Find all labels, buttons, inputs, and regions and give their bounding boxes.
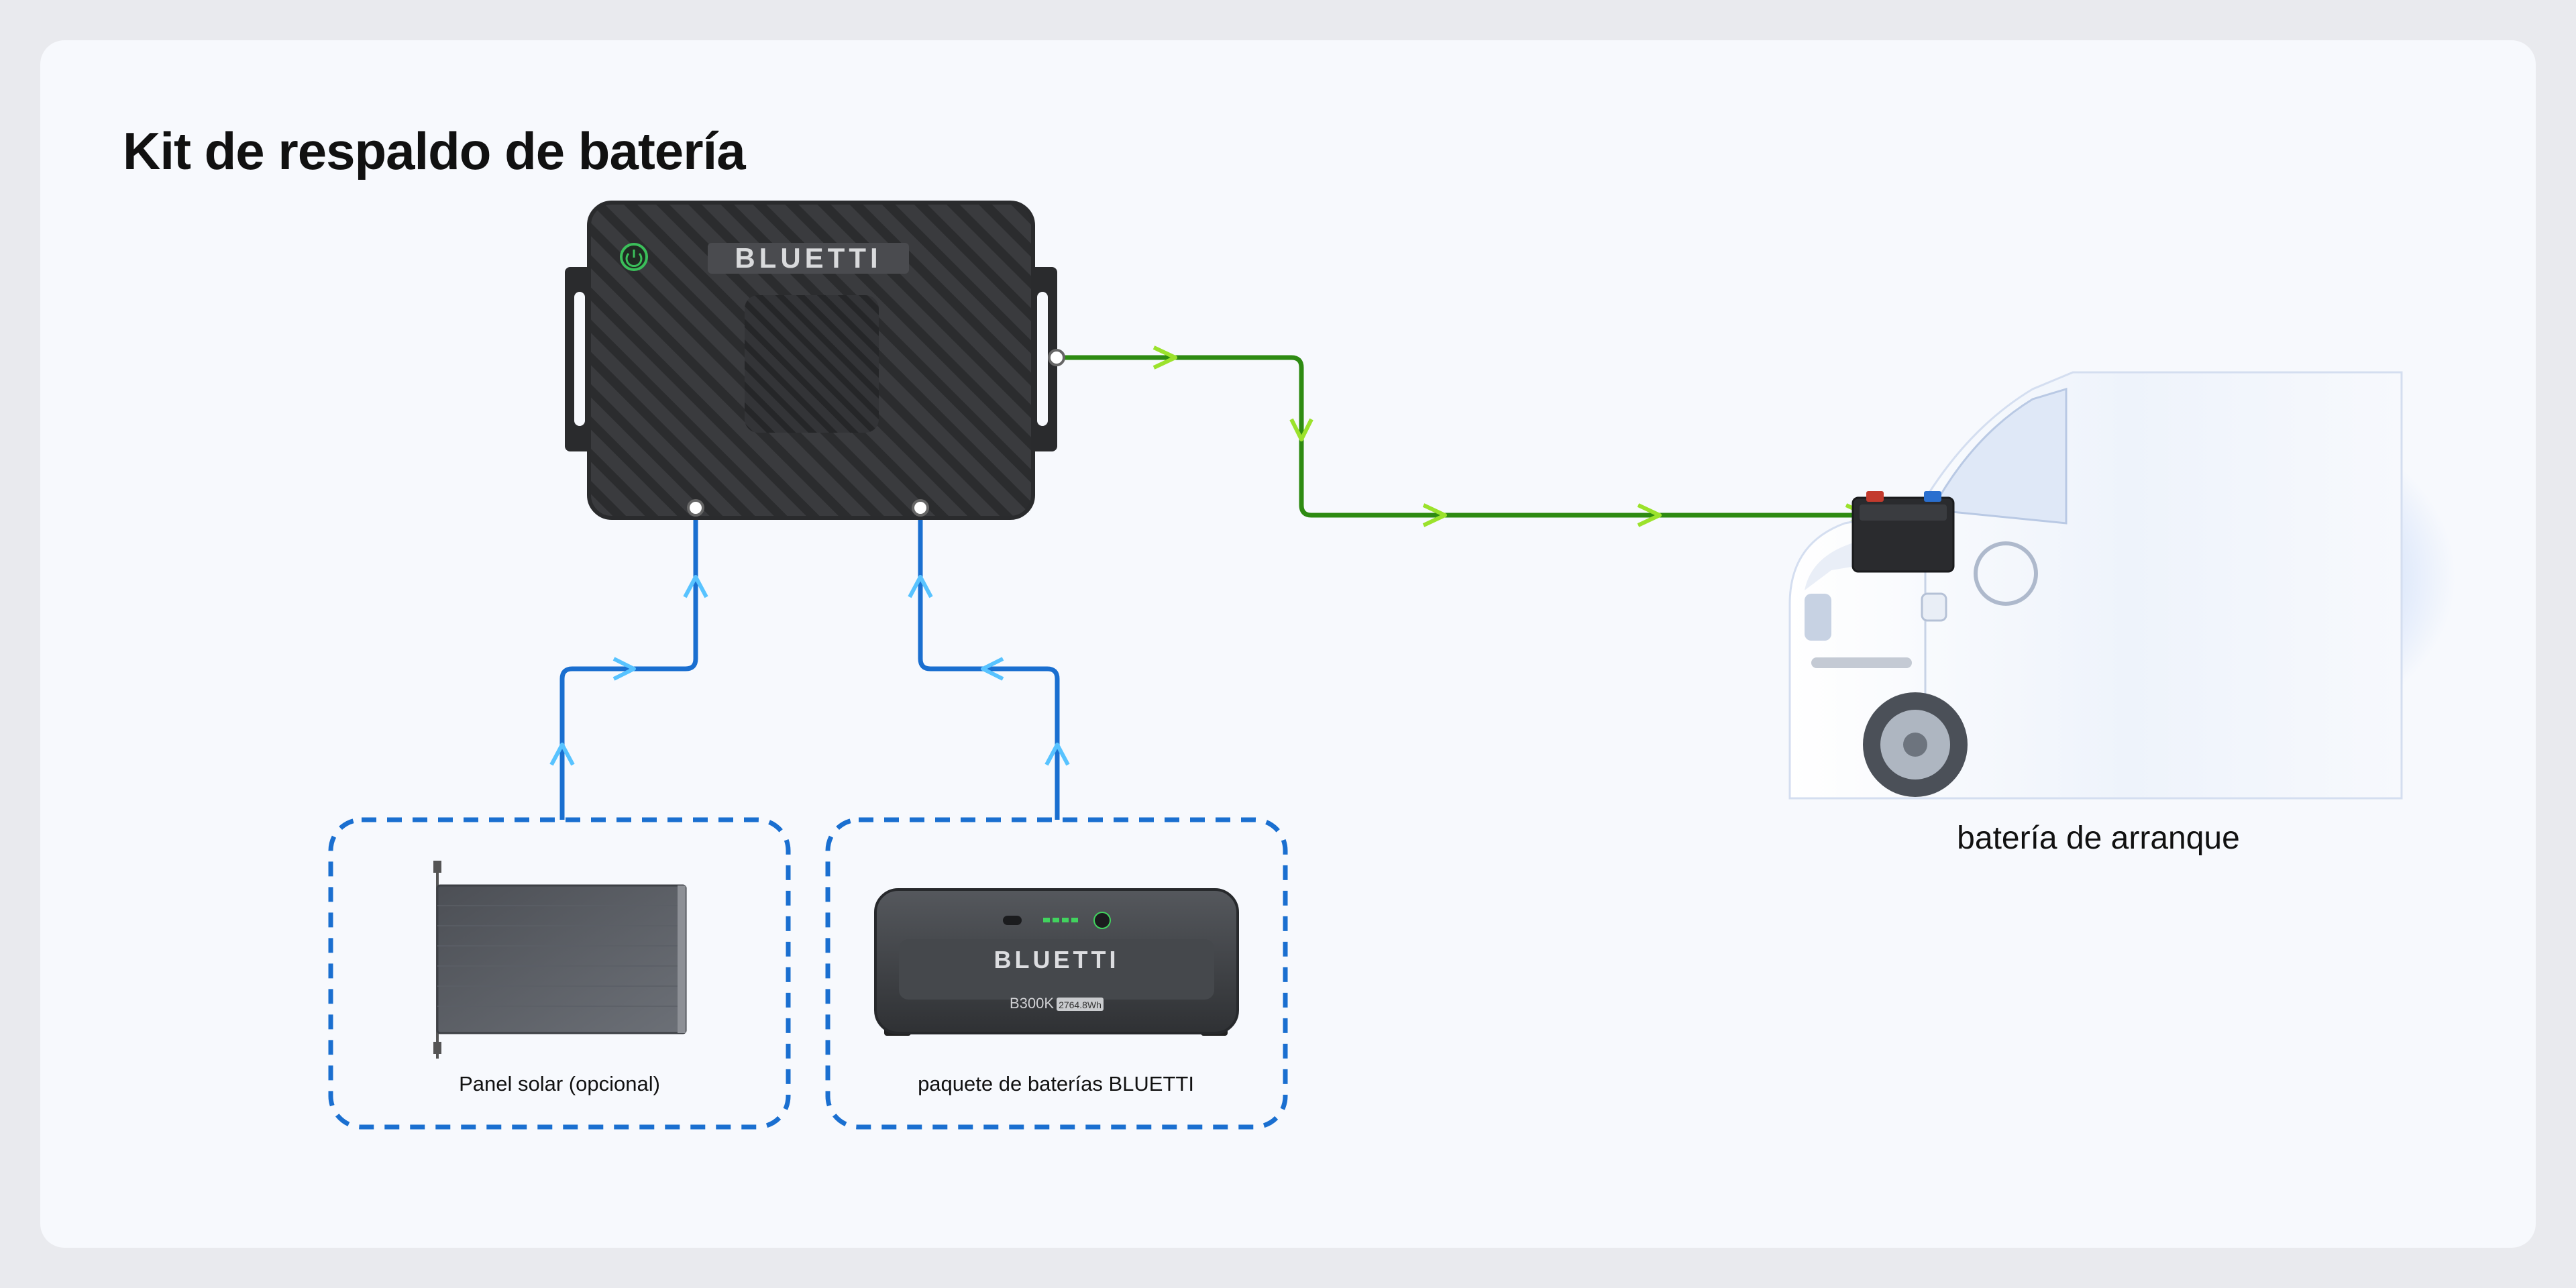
solar-to-controller-wire	[549, 510, 708, 820]
solar-panel-illustration	[433, 861, 687, 1059]
flow-arrow	[549, 743, 575, 766]
port-solar-input	[687, 499, 704, 517]
battery-pack-box	[825, 817, 1288, 1130]
solar-panel-label: Panel solar (opcional)	[459, 1072, 660, 1095]
controller-brand: BLUETTI	[735, 242, 881, 274]
flow-arrow	[1289, 418, 1313, 441]
output-wire-path	[1057, 355, 1872, 518]
controller-to-starter-battery-wire	[1057, 345, 1872, 527]
battery-pack-to-controller-wire	[908, 510, 1070, 820]
flow-arrow	[683, 575, 708, 598]
negative-terminal	[1924, 491, 1941, 502]
flow-arrow	[1152, 345, 1177, 370]
solar-wire-path	[559, 510, 698, 820]
battery-pack-model: B300K	[1010, 995, 1054, 1012]
flow-arrow	[612, 657, 636, 681]
van-steering-wheel	[1974, 541, 2038, 606]
port-battery-input	[912, 499, 929, 517]
brand-plate	[708, 243, 909, 274]
port-output	[1048, 349, 1065, 366]
positive-terminal	[1866, 491, 1884, 502]
flow-arrow	[1044, 743, 1070, 766]
van-headlight	[1805, 594, 1831, 641]
battery-pack-illustration: BLUETTI B300K 2764.8Wh	[874, 888, 1239, 1036]
controller-vent	[745, 295, 879, 433]
battery-wire-path	[918, 510, 1060, 820]
battery-pack-brand: BLUETTI	[994, 946, 1120, 973]
battery-level-indicator	[1043, 918, 1078, 922]
van-illustration	[1788, 371, 2455, 800]
battery-pack-label: paquete de baterías BLUETTI	[918, 1072, 1194, 1095]
flow-arrow	[1422, 503, 1447, 527]
starter-battery-label: batería de arranque	[1957, 820, 2240, 856]
page-title: Kit de respaldo de batería	[123, 121, 746, 180]
solar-panel-box	[328, 817, 791, 1130]
flow-arrow	[1637, 503, 1662, 527]
flow-arrow	[981, 657, 1004, 681]
pack-power-button-icon	[1093, 912, 1111, 929]
flow-arrow	[908, 575, 933, 598]
van-windshield	[1930, 387, 2068, 525]
battery-pack-capacity: 2764.8Wh	[1059, 1000, 1102, 1010]
controller-unit: BLUETTI	[565, 201, 1065, 520]
solar-panel	[436, 884, 687, 1034]
